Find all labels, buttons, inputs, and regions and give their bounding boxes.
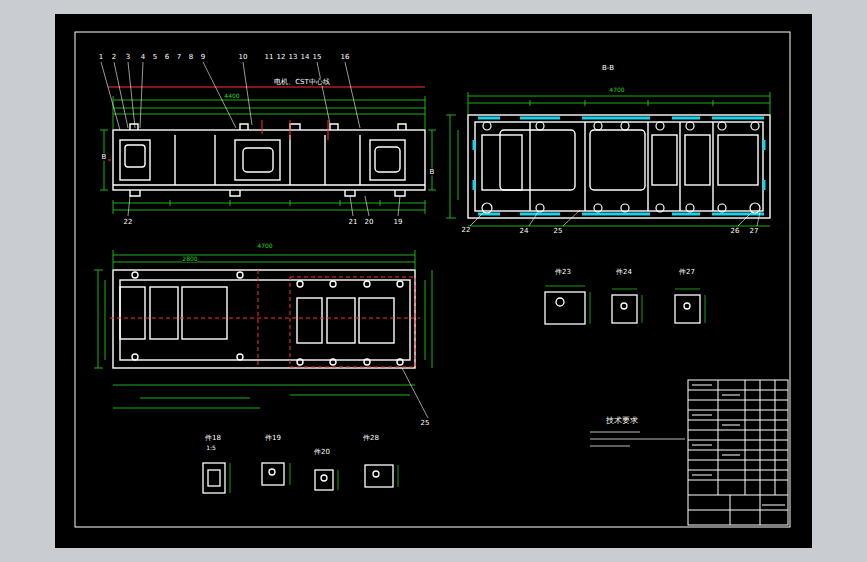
dimension: 4400: [224, 93, 239, 99]
callout-number: 20: [365, 219, 374, 226]
callout-number: 25: [554, 228, 563, 235]
callout-number: 11: [265, 54, 274, 61]
detail-title: 件19: [265, 435, 281, 442]
callout-number: 13: [289, 54, 298, 61]
callout-number: 21: [349, 219, 358, 226]
dimension: 4700: [257, 243, 272, 249]
callout-number: 7: [177, 54, 181, 61]
callout-number: 10: [239, 54, 248, 61]
detail-title: 件20: [314, 449, 330, 456]
section-mark: B: [102, 154, 107, 161]
callout-number: 2: [112, 54, 116, 61]
callout-number: 26: [731, 228, 740, 235]
view-title: B-B: [602, 65, 614, 72]
centerline-note: 电机、CST中心线: [274, 79, 330, 86]
callout-number: 19: [394, 219, 403, 226]
detail-title: 件23: [555, 269, 571, 276]
callout-number: 15: [313, 54, 322, 61]
callout-number: 5: [153, 54, 157, 61]
section-mark: B: [430, 169, 435, 176]
callout-number: 24: [520, 228, 529, 235]
callout-number: 22: [462, 227, 471, 234]
scale-note: 1:5: [206, 445, 216, 451]
detail-title: 件24: [616, 269, 632, 276]
callout-number: 27: [750, 228, 759, 235]
callout-number: 14: [301, 54, 310, 61]
detail-title: 件18: [205, 435, 221, 442]
detail-title: 件28: [363, 435, 379, 442]
callout-number: 22: [124, 219, 133, 226]
callout-number: 8: [189, 54, 193, 61]
callout-number: 25: [421, 420, 430, 427]
callout-number: 4: [141, 54, 145, 61]
notes-heading: 技术要求: [606, 417, 638, 425]
callout-number: 6: [165, 54, 169, 61]
dimension: 4700: [609, 87, 624, 93]
callout-number: 12: [277, 54, 286, 61]
callout-number: 9: [201, 54, 205, 61]
callout-number: 1: [99, 54, 103, 61]
dimension: 2800: [182, 256, 197, 262]
callout-number: 16: [341, 54, 350, 61]
callout-number: 3: [126, 54, 130, 61]
detail-title: 件27: [679, 269, 695, 276]
